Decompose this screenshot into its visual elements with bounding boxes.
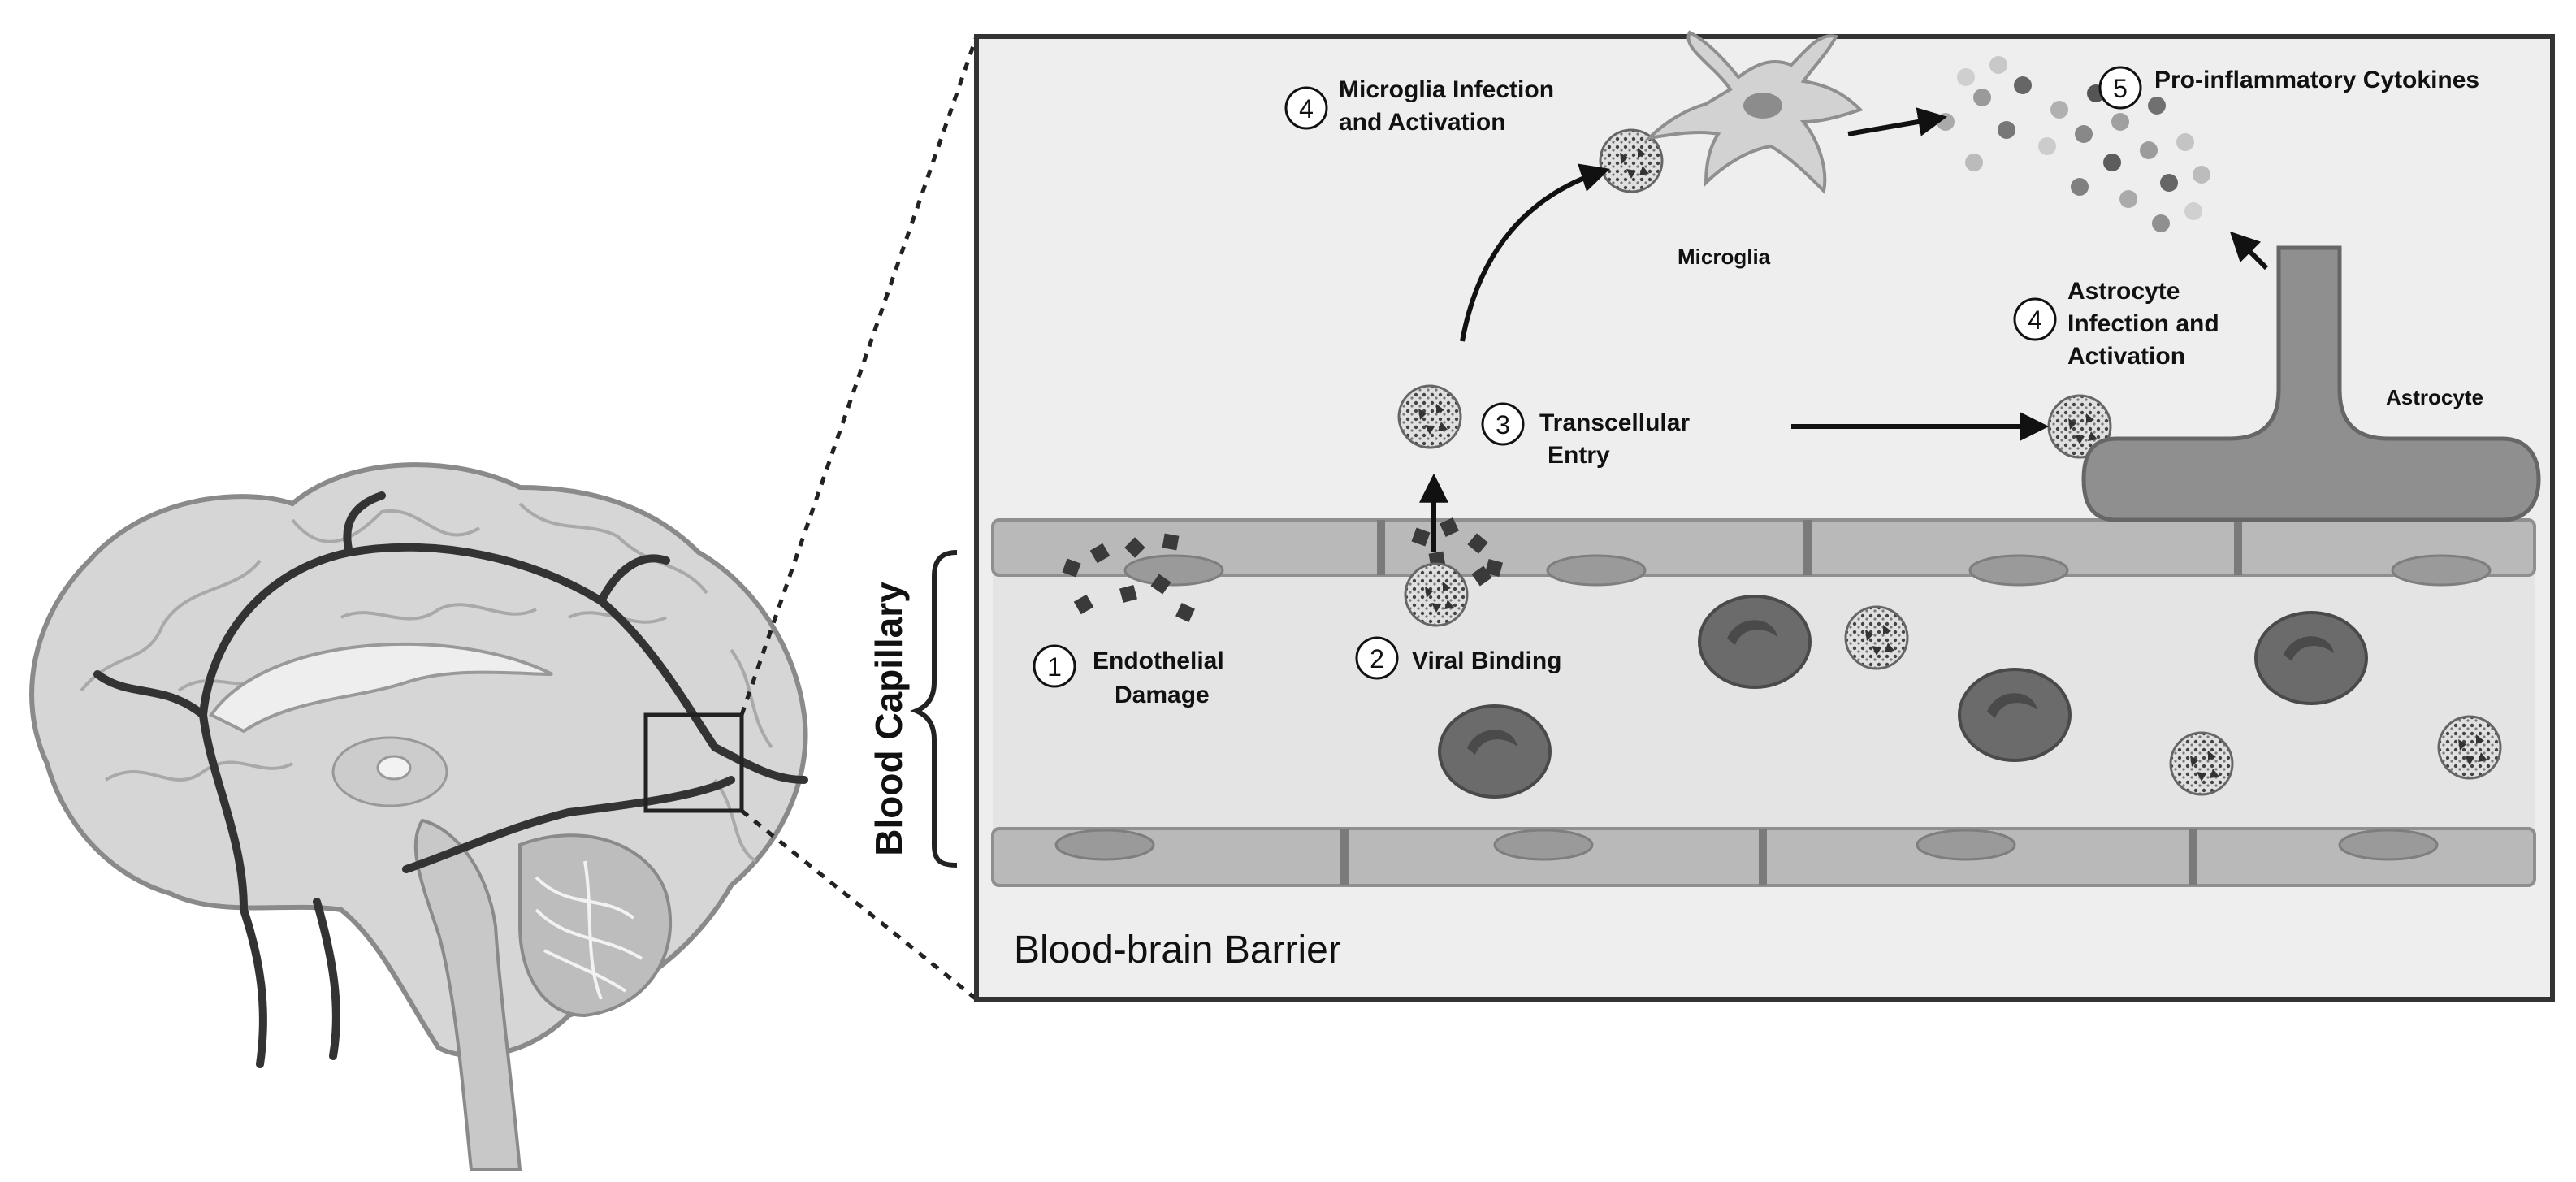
step-5-circle <box>2098 66 2142 110</box>
microglia-label: Microglia <box>1678 245 1771 269</box>
tight-junctions <box>1340 520 2242 885</box>
endothelium-top <box>991 518 2536 577</box>
step-4b-label-line3: Activation <box>2067 343 2185 370</box>
step-markers <box>1033 66 2142 688</box>
endothelial-damage-fragments <box>1062 533 1195 622</box>
step-4a-circle <box>1284 86 1328 130</box>
blood-brain-barrier-label: Blood-brain Barrier <box>1014 929 1341 972</box>
zoom-line-bottom <box>740 809 978 1001</box>
step-1-number: 1 <box>1047 652 1062 682</box>
step-1-label-line2: Damage <box>1115 682 1210 708</box>
cytokine-particles <box>1937 56 2210 232</box>
step-4a-label-line1: Microglia Infection <box>1339 76 1554 103</box>
astrocyte-label: Astrocyte <box>2386 385 2483 409</box>
microglia-cell <box>1644 30 1864 195</box>
virus-particle <box>1397 384 1462 449</box>
virus-particle <box>1844 605 1909 670</box>
step-4a-number: 4 <box>1299 94 1314 123</box>
virus-particle <box>2437 715 2502 780</box>
cerebral-arteries <box>93 491 808 1068</box>
cerebellum-folia <box>535 860 643 1000</box>
zoom-region-box <box>643 712 744 813</box>
virus-particle <box>1599 128 1664 193</box>
arrow-to-cytokines <box>1847 107 1948 136</box>
detail-panel: Blood Capillary <box>868 30 2555 1002</box>
red-blood-cell <box>1438 704 1552 799</box>
virus-particle <box>2169 731 2234 796</box>
astrocyte-cell <box>2081 245 2541 522</box>
brain-illustration <box>29 462 808 1171</box>
viral-binding-receptors <box>1411 517 1504 587</box>
virus-particle <box>1404 562 1469 627</box>
zoom-line-top <box>739 36 979 716</box>
step-1-label-line1: Endothelial <box>1093 647 1224 674</box>
step-4b-label-line2: Infection and <box>2067 310 2219 337</box>
step-4b-number: 4 <box>2028 305 2042 335</box>
corpus-callosum <box>209 642 553 734</box>
endothelial-nuclei <box>1054 554 2492 861</box>
capillary-brace <box>910 550 958 868</box>
step-2-circle <box>1355 636 1399 680</box>
brainstem <box>413 818 522 1171</box>
step-3-circle <box>1481 402 1525 446</box>
step-4a-label-line2: and Activation <box>1339 109 1506 136</box>
arrow-to-microglia <box>1460 163 1610 342</box>
step-3-label-line2: Entry <box>1548 442 1610 469</box>
step-2-label: Viral Binding <box>1412 647 1561 674</box>
step-3-number: 3 <box>1496 410 1510 439</box>
step-1-circle <box>1033 644 1076 688</box>
cerebellum <box>518 833 673 1018</box>
red-blood-cell <box>2254 611 2368 705</box>
step-3-label-line1: Transcellular <box>1539 409 1690 436</box>
step-4b-label-line1: Astrocyte <box>2067 278 2180 305</box>
red-blood-cell <box>1698 595 1812 689</box>
red-blood-cell <box>1958 668 2072 762</box>
blood-capillary-label: Blood Capillary <box>868 582 910 856</box>
arrows <box>1419 107 2269 552</box>
step-5-number: 5 <box>2113 74 2128 103</box>
step-4b-circle <box>2013 297 2057 341</box>
arrow-astrocyte-cytokines <box>2229 231 2269 271</box>
step-2-number: 2 <box>1370 644 1384 673</box>
step-5-label: Pro-inflammatory Cytokines <box>2154 67 2479 93</box>
